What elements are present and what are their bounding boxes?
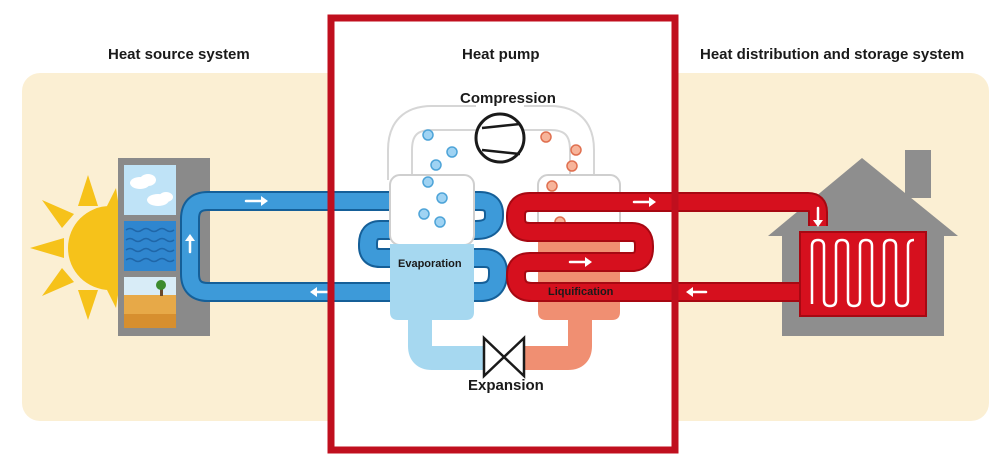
expansion-valve-icon [482, 335, 526, 379]
compressor-icon [474, 112, 526, 164]
arrow-right-icon [244, 196, 268, 206]
evaporation-label: Evaporation [398, 258, 462, 270]
compression-label: Compression [460, 90, 556, 107]
radiator-icon [799, 231, 927, 317]
heat-distribution-title: Heat distribution and storage system [700, 46, 965, 63]
heat-source-title: Heat source system [108, 46, 250, 63]
liquification-label: Liquification [548, 286, 614, 298]
arrow-left-icon [310, 287, 332, 297]
arrow-left-icon [686, 287, 708, 297]
flow-arrows [185, 196, 823, 297]
heat-pump-frame [327, 14, 679, 454]
arrow-right-icon [632, 197, 656, 207]
expansion-label: Expansion [468, 377, 544, 394]
arrow-down-icon [813, 206, 823, 227]
arrow-left-icon [420, 225, 444, 235]
evaporator [387, 105, 486, 370]
arrow-right-icon [568, 257, 592, 267]
heat-pump-title: Heat pump [462, 46, 540, 63]
arrow-up-icon [185, 234, 195, 254]
